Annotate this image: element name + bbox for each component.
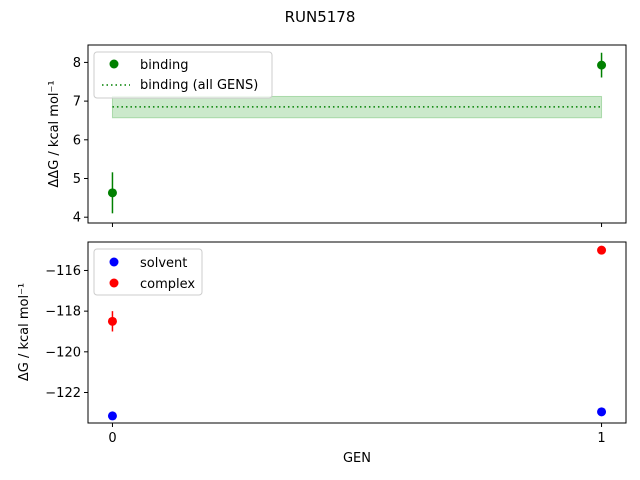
binding-y-tick-label: 8 — [73, 56, 81, 71]
x-axis-title: GEN — [343, 451, 371, 466]
complex-legend-marker — [109, 278, 119, 288]
binding-point — [107, 188, 117, 198]
binding-axes: 4 5 6 7 8 — [73, 56, 603, 227]
solvent-point — [597, 407, 607, 417]
solvent-complex-axes: −122 −120 −118 −116 0 1 — [45, 264, 605, 446]
solvation-free-energy-panel: −122 −120 −118 −116 0 1 ΔG / kcal mol⁻¹ GEN s… — [17, 241, 627, 466]
binding-point — [597, 60, 607, 70]
binding-legend: binding binding (all GENS) — [93, 51, 273, 99]
solvent-complex-axes-frame — [87, 241, 627, 424]
binding-y-tick-label: 4 — [73, 211, 81, 226]
solvent-legend-label: solvent — [140, 256, 187, 271]
binding-y-tick-label: 5 — [73, 172, 81, 187]
binding-free-energy-panel: 4 5 6 7 8 ΔΔG / kcal mol⁻¹ binding binding (… — [47, 44, 627, 227]
complex-point — [597, 245, 607, 255]
solvent-complex-legend: solvent complex — [93, 248, 203, 296]
binding-legend-box — [93, 51, 273, 99]
solvent-complex-legend-box — [93, 248, 203, 296]
binding-y-tick-label: 7 — [73, 95, 81, 110]
figure-title: RUN5178 — [285, 8, 356, 26]
binding-all-gens-legend-label: binding (all GENS) — [140, 78, 258, 93]
binding-legend-label: binding — [140, 58, 188, 73]
solvent-complex-y-tick-label: −120 — [45, 345, 81, 360]
solvent-complex-y-tick-label: −118 — [45, 305, 81, 320]
binding-y-axis-title: ΔΔG / kcal mol⁻¹ — [47, 80, 62, 187]
complex-point — [107, 316, 117, 326]
complex-legend-label: complex — [140, 277, 195, 292]
binding-legend-marker — [109, 59, 119, 69]
solvent-complex-y-axis-title: ΔG / kcal mol⁻¹ — [17, 283, 32, 381]
solvent-complex-plot-area — [107, 245, 607, 421]
solvent-complex-x-tick-label: 0 — [108, 431, 116, 446]
binding-y-tick-label: 6 — [73, 133, 81, 148]
solvent-complex-x-tick-label: 1 — [597, 431, 605, 446]
solvent-complex-y-tick-label: −116 — [45, 264, 81, 279]
solvent-legend-marker — [109, 257, 119, 267]
binding-plot-area — [107, 52, 607, 214]
solvent-point — [107, 411, 117, 421]
solvent-complex-y-tick-label: −122 — [45, 386, 81, 401]
binding-axes-frame — [87, 44, 627, 224]
